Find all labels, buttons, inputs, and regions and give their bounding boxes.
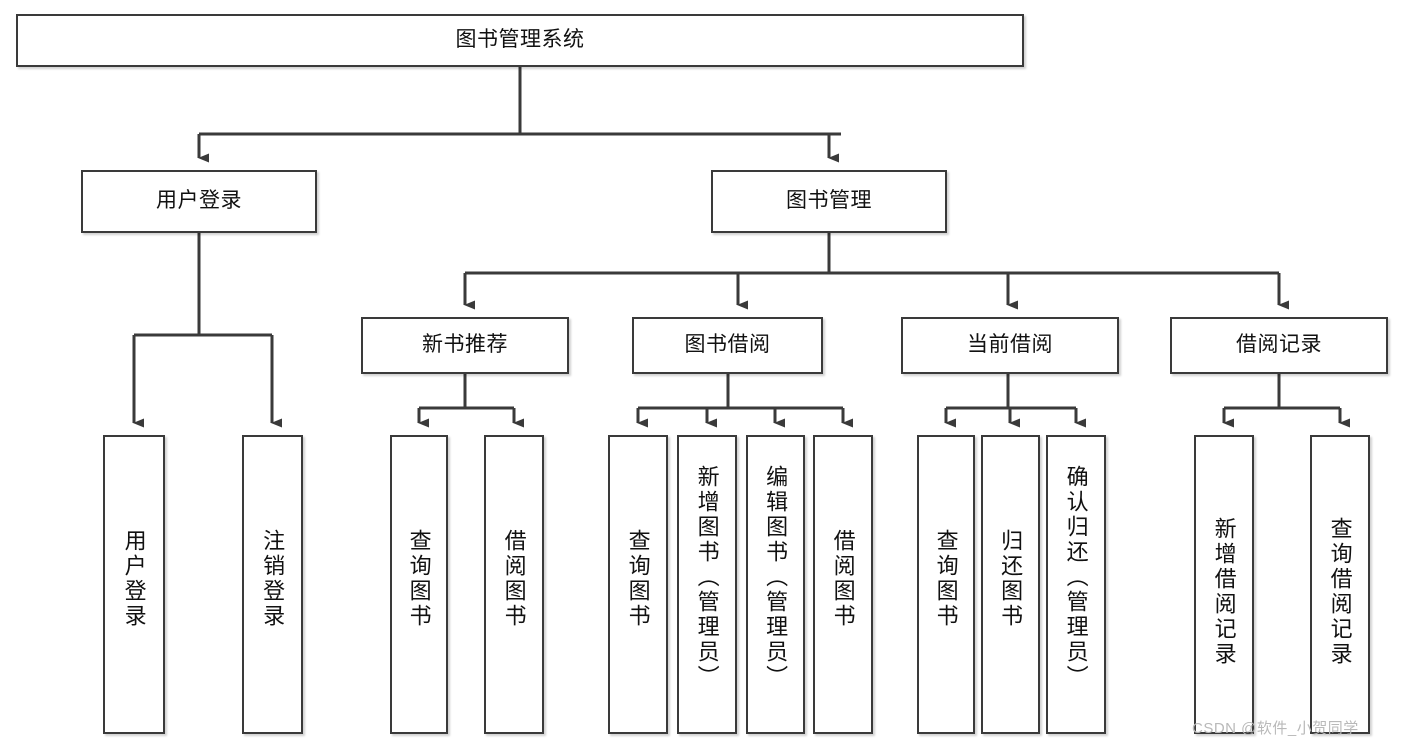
node-book-borrow[interactable]: 图书借阅 (632, 317, 823, 374)
node-leaf-records-query-label: 查询借阅记录 (1327, 517, 1353, 667)
node-leaf-records-add-label: 新增借阅记录 (1211, 517, 1237, 667)
node-leaf-newbook-query-label: 查询图书 (406, 529, 432, 629)
node-leaf-user-logout[interactable]: 注销登录 (242, 435, 303, 734)
node-leaf-user-login[interactable]: 用户登录 (103, 435, 165, 734)
node-leaf-records-add[interactable]: 新增借阅记录 (1194, 435, 1254, 734)
node-leaf-current-confirm-return[interactable]: 确认归还（管理员） (1046, 435, 1106, 734)
node-leaf-current-query-label: 查询图书 (933, 529, 959, 629)
node-user-login[interactable]: 用户登录 (81, 170, 317, 233)
node-book-management[interactable]: 图书管理 (711, 170, 947, 233)
node-leaf-current-confirm-return-label: 确认归还（管理员） (1063, 465, 1089, 690)
node-root[interactable]: 图书管理系统 (16, 14, 1024, 67)
node-current-borrow-label: 当前借阅 (967, 333, 1053, 357)
node-leaf-newbook-borrow-label: 借阅图书 (501, 529, 527, 629)
node-leaf-user-login-label: 用户登录 (121, 529, 147, 629)
node-borrow-records[interactable]: 借阅记录 (1170, 317, 1388, 374)
node-leaf-user-logout-label: 注销登录 (260, 529, 286, 629)
node-leaf-current-return[interactable]: 归还图书 (981, 435, 1040, 734)
node-book-borrow-label: 图书借阅 (684, 333, 771, 357)
node-leaf-borrow-query[interactable]: 查询图书 (608, 435, 668, 734)
node-leaf-borrow-edit-book[interactable]: 编辑图书（管理员） (746, 435, 805, 734)
node-leaf-borrow-add-book-label: 新增图书（管理员） (694, 465, 720, 690)
node-leaf-borrow-add-book[interactable]: 新增图书（管理员） (677, 435, 737, 734)
node-root-label: 图书管理系统 (455, 28, 585, 52)
node-leaf-current-return-label: 归还图书 (998, 529, 1024, 629)
node-leaf-borrow-query-label: 查询图书 (625, 529, 651, 629)
node-current-borrow[interactable]: 当前借阅 (901, 317, 1119, 374)
node-leaf-borrow-borrow-book-label: 借阅图书 (830, 529, 856, 629)
node-leaf-newbook-query[interactable]: 查询图书 (390, 435, 448, 734)
node-borrow-records-label: 借阅记录 (1236, 333, 1322, 357)
node-leaf-records-query[interactable]: 查询借阅记录 (1310, 435, 1370, 734)
node-user-login-label: 用户登录 (156, 189, 242, 213)
node-leaf-borrow-borrow-book[interactable]: 借阅图书 (813, 435, 873, 734)
node-leaf-current-query[interactable]: 查询图书 (917, 435, 975, 734)
node-leaf-borrow-edit-book-label: 编辑图书（管理员） (763, 465, 789, 690)
node-leaf-newbook-borrow[interactable]: 借阅图书 (484, 435, 544, 734)
node-new-book-recommend-label: 新书推荐 (422, 333, 508, 357)
node-new-book-recommend[interactable]: 新书推荐 (361, 317, 569, 374)
node-book-management-label: 图书管理 (786, 189, 872, 213)
